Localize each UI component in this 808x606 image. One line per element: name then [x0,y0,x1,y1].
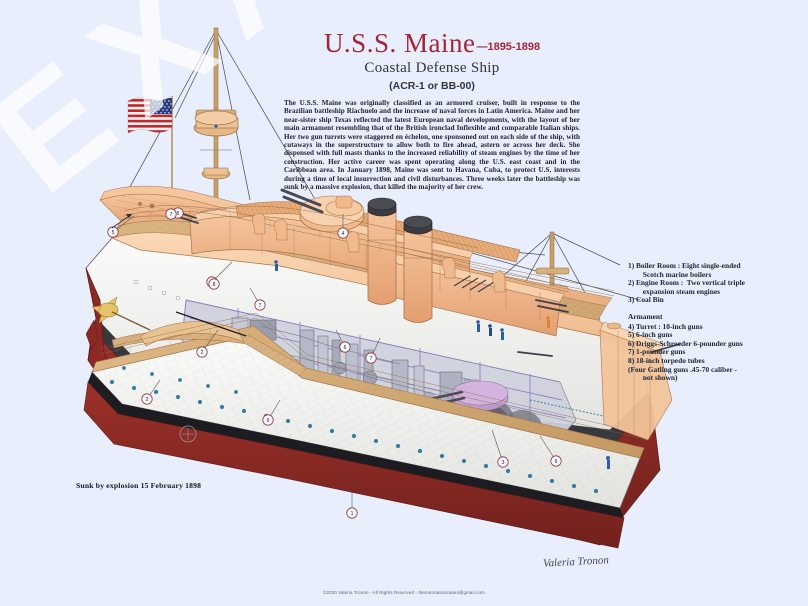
armament-item-8: 8) 18-inch torpedo tubes [628,355,705,365]
callout-marker: 7 [165,208,177,220]
legend-item-2: 2) Engine Room : Two vertical triple exp… [628,278,745,296]
callout-number: 7 [170,212,173,218]
armament-item-5: 5) 6-inch guns [628,330,673,340]
callout-circle [550,455,562,467]
callout-number: 6 [344,345,347,351]
armament-header: Armament [628,311,663,321]
callout-number: 2 [146,397,149,403]
callout-marker: 4 [337,227,349,239]
callout-number: 7 [370,356,373,362]
subtitle: Coastal Defense Ship [364,60,500,76]
callout-marker: 3 [497,456,509,468]
legend-key: 1) Boiler Room : Eight single-ended Scot… [628,261,796,383]
callout-circle [141,393,153,405]
callout-marker: 2 [196,346,208,358]
lower-rail [99,312,649,441]
callout-markers: 122345566778897 [107,207,562,519]
turrets-and-guns [169,188,569,412]
callout-marker: 7 [365,352,377,364]
lower-boot-topping [88,372,624,518]
callout-number: 7 [259,303,262,309]
lower-portholes [109,366,599,494]
lower-rail-posts [129,319,611,444]
stern-detail [599,321,681,441]
armament-item-7: 7) 1-pounder guns [628,347,686,357]
callout-circle [262,414,274,426]
callout-circle [346,507,358,519]
callout-circle [337,227,349,239]
callout-marker: 6 [339,341,351,353]
callout-number: 8 [213,282,216,288]
callout-number: 1 [351,511,354,517]
callout-number: 9 [267,418,270,424]
deck-crew [214,124,550,340]
legend-item-3: 3) Coal Bin [628,295,664,305]
title-line: U.S.S. Maine —1895-1898 [284,30,580,57]
lower-underwater [83,381,625,549]
page-title: U.S.S. Maine [323,28,476,58]
lower-crew-figure [606,456,610,460]
title-block: U.S.S. Maine —1895-1898 Coastal Defense … [284,30,580,192]
callout-marker: 5 [107,226,119,238]
hull-emblem-cross [182,428,194,440]
callout-number: 2 [201,350,204,356]
callout-marker: 8 [208,278,220,290]
callout-number: 3 [502,460,505,466]
callout-marker: 2 [141,393,153,405]
superstructure [189,201,565,337]
callout-number: 5 [177,211,180,217]
callout-marker: 9 [262,414,274,426]
funnels [367,197,433,323]
callout-circle [497,456,509,468]
hull-designation: (ACR-1 or BB-00) [389,80,475,92]
ventilator-cowls [251,213,506,293]
propeller [91,296,151,331]
callout-circle [196,346,208,358]
sunk-caption: Sunk by explosion 15 February 1898 [76,481,202,490]
cutaway-indicator [175,311,247,337]
callout-circle [107,226,119,238]
callout-circle [254,299,266,311]
lower-crew-body [607,460,610,469]
callout-number: 4 [342,231,345,237]
callout-marker: 6 [550,455,562,467]
armament-item-6: 6) Driggs-Schroeder 6-pounder guns [628,338,743,348]
rudder [85,319,99,351]
boat-deck [235,201,521,263]
callout-marker: 7 [254,299,266,311]
armament-note-gatling: (Four Gatling guns .45-70 caliber - not … [628,364,737,383]
hull-emblem [179,425,197,443]
deck-rails [123,205,615,297]
description-paragraph: The U.S.S. Maine was originally classifi… [284,99,580,192]
callout-marker: 1 [346,507,358,519]
callout-circle [165,208,177,220]
rail-stanchions [149,208,561,292]
lower-deck-walkway [91,325,645,459]
callout-circle [339,341,351,353]
callout-circle [365,352,377,364]
service-years: —1895-1898 [476,41,541,53]
callout-number: 5 [112,230,115,236]
legend-item-1: 1) Boiler Room : Eight single-ended Scot… [628,261,741,279]
callout-circle [208,278,220,290]
callout-number: 6 [555,459,558,465]
bridge [325,195,363,217]
armament-item-4: 4) Turret : 10-inch guns [628,321,703,331]
copyright-notice: ©2020 Valeria Tronon - All Rights Reserv… [323,590,485,595]
bow-pointer [111,213,133,229]
ships-boat [139,321,245,347]
